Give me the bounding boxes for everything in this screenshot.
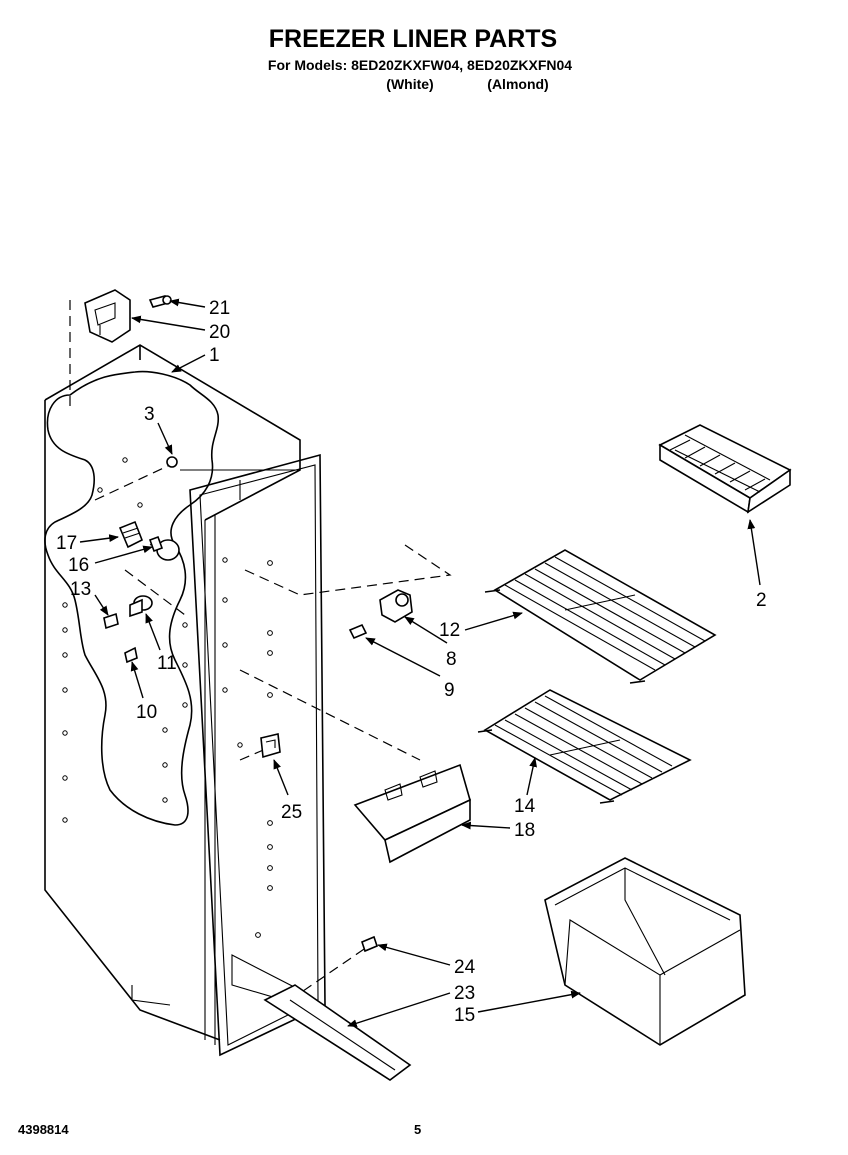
- callout-18: 18: [514, 820, 535, 841]
- leader-20: [131, 315, 206, 331]
- page-title: FREEZER LINER PARTS: [269, 25, 557, 53]
- switch-screw: [103, 612, 119, 630]
- callout-16: 16: [68, 555, 89, 576]
- leader-12: [464, 611, 523, 631]
- page-number: 5: [414, 1122, 421, 1137]
- shelf-support-screw: [348, 623, 368, 640]
- callout-1: 1: [209, 345, 220, 366]
- bracket-screw-lower: [361, 935, 378, 953]
- callout-20: 20: [209, 322, 230, 343]
- callout-24: 24: [454, 957, 476, 978]
- leader-24: [377, 943, 451, 966]
- callout-21: 21: [209, 298, 230, 319]
- callout-8: 8: [446, 649, 457, 670]
- mounting-screw: [124, 646, 138, 664]
- bracket-screw: [148, 295, 172, 308]
- leader-18: [461, 821, 511, 830]
- thermostat-bracket: [84, 289, 131, 343]
- lower-wire-shelf: [477, 689, 692, 804]
- callout-23: 23: [454, 983, 475, 1004]
- leader-23: [347, 992, 451, 1028]
- callout-13: 13: [70, 579, 91, 600]
- callout-11: 11: [157, 653, 177, 674]
- leader-16: [94, 545, 153, 564]
- light-bulb: [148, 535, 180, 561]
- damper-clip: [260, 733, 281, 759]
- leader-14: [526, 757, 537, 796]
- upper-wire-shelf: [484, 549, 717, 684]
- document-number: 4398814: [18, 1122, 69, 1137]
- leader-8: [404, 616, 448, 644]
- ice-cube-tray: [658, 424, 792, 514]
- leader-9: [365, 637, 441, 677]
- leader-10: [130, 661, 144, 699]
- leader-25: [273, 759, 289, 796]
- leader-17: [79, 534, 119, 543]
- callout-10: 10: [136, 702, 157, 723]
- callout-14: 14: [514, 796, 536, 817]
- leader-1: [171, 354, 206, 373]
- callout-3: 3: [144, 404, 155, 425]
- leader-13: [94, 594, 109, 616]
- light-socket: [118, 520, 144, 549]
- bottom-bracket: [263, 984, 412, 1081]
- leader-21: [169, 298, 206, 308]
- callout-9: 9: [444, 680, 455, 701]
- callout-17: 17: [56, 533, 77, 554]
- freezer-liner: [44, 300, 452, 1057]
- shelf-support: [379, 589, 413, 623]
- shelf-cover: [353, 763, 471, 864]
- callout-25: 25: [281, 802, 302, 823]
- models-line: For Models: 8ED20ZKXFW04, 8ED20ZKXFN04: [268, 57, 572, 73]
- callout-2: 2: [756, 590, 767, 611]
- leader-3: [157, 422, 173, 455]
- leader-11: [145, 613, 161, 651]
- liner-screw: [166, 456, 178, 468]
- color-almond-label: (Almond): [487, 76, 548, 92]
- light-switch: [129, 595, 153, 618]
- color-white-label: (White): [386, 76, 433, 92]
- callout-15: 15: [454, 1005, 475, 1026]
- leader-2: [747, 519, 761, 586]
- callout-12: 12: [439, 620, 460, 641]
- leader-15: [477, 990, 581, 1013]
- freezer-bin: [544, 857, 746, 1046]
